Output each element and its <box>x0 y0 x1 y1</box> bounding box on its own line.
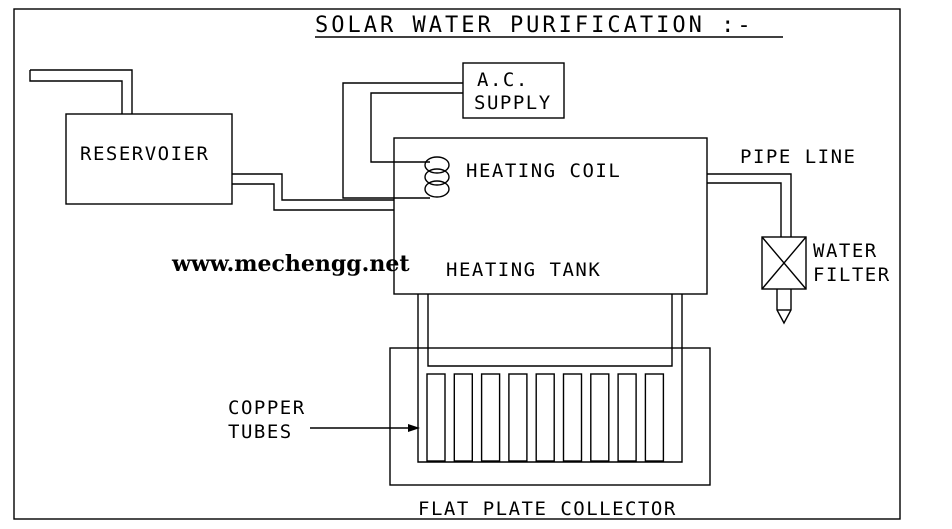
copper-tube <box>426 373 446 462</box>
ac-supply-wires <box>342 82 463 199</box>
outlet-pipe <box>707 173 792 237</box>
collector-loop-pipes <box>417 294 683 463</box>
water-filter-label-line1: WATER <box>813 240 878 262</box>
ac-supply-box <box>462 62 565 119</box>
reservoir-box <box>65 113 233 205</box>
copper-tube <box>453 373 473 462</box>
water-filter-icon <box>761 236 807 325</box>
copper-tubes <box>426 373 665 462</box>
diagram-title: SOLAR WATER PURIFICATION :- <box>315 13 754 38</box>
reservoir-tank-pipe <box>232 173 394 211</box>
heating-tank-box <box>393 137 708 295</box>
copper-tube <box>644 373 665 462</box>
pipe-line-label: PIPE LINE <box>740 146 856 168</box>
water-filter-label-line2: FILTER <box>813 264 891 286</box>
copper-tube <box>535 373 555 462</box>
copper-tube <box>508 373 528 462</box>
copper-tube <box>480 373 501 462</box>
watermark-text: www.mechengg.net <box>171 251 410 277</box>
reservoir-inlet-pipe <box>29 69 133 114</box>
copper-tubes-label-line2: TUBES <box>228 421 293 443</box>
flat-plate-collector-label: FLAT PLATE COLLECTOR <box>418 498 677 520</box>
heating-coil-label: HEATING COIL <box>466 160 621 182</box>
copper-tubes-arrow-icon <box>408 424 420 432</box>
heating-tank-label: HEATING TANK <box>446 259 601 281</box>
copper-tubes-label-line1: COPPER <box>228 397 306 419</box>
drawing-border <box>13 8 901 520</box>
ac-supply-label-line2: SUPPLY <box>474 92 552 114</box>
copper-tube <box>617 373 637 462</box>
flat-plate-collector-box <box>389 347 711 486</box>
ac-supply-label-line1: A.C. <box>477 69 529 91</box>
copper-tube <box>562 373 583 462</box>
reservoir-label: RESERVOIER <box>80 143 209 165</box>
copper-tube <box>590 373 610 462</box>
heating-coil-icon <box>424 156 450 198</box>
